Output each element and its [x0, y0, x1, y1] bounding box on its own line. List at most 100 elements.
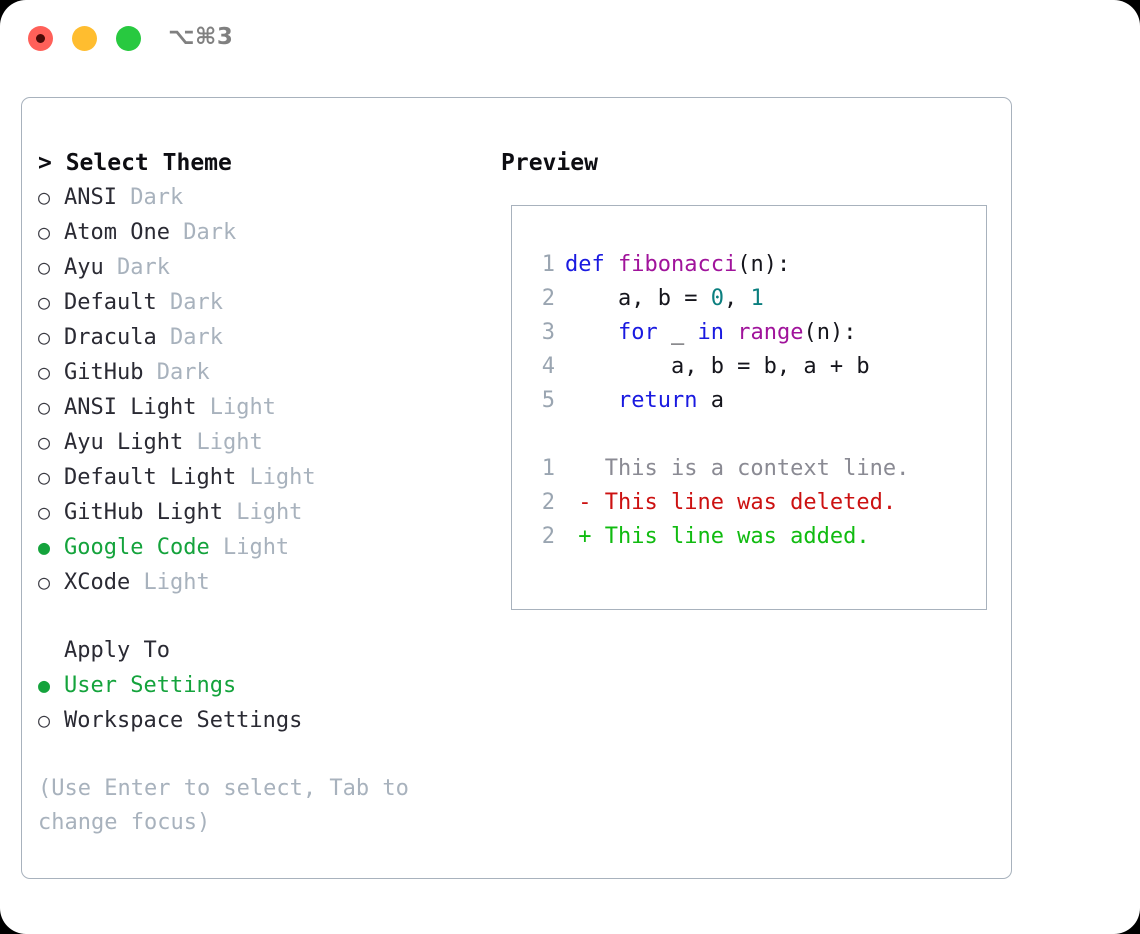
- radio-unselected-icon[interactable]: ○: [38, 185, 51, 209]
- theme-variant-tag: Dark: [117, 255, 170, 280]
- theme-option-row[interactable]: ●Google Code Light: [38, 530, 508, 565]
- spacer: [236, 461, 249, 495]
- section-spacer: [38, 600, 508, 634]
- line-number: 2: [541, 286, 555, 311]
- theme-variant-tag: Light: [143, 570, 210, 595]
- apply-to-label-text: User Settings: [64, 673, 237, 698]
- code-line: 4 a, b = b, a + b: [529, 350, 909, 384]
- code-token-add: + This line was added.: [565, 524, 870, 549]
- spacer: [143, 356, 156, 390]
- theme-option-row[interactable]: ○Atom One Dark: [38, 215, 508, 250]
- close-button-icon[interactable]: [28, 26, 53, 51]
- radio-unselected-icon[interactable]: ○: [38, 430, 51, 454]
- spacer: [183, 426, 196, 460]
- radio-unselected-icon[interactable]: ○: [38, 360, 51, 384]
- code-token-txt: ,: [723, 286, 751, 311]
- theme-picker-card: > Select Theme ○ANSI Dark○Atom One Dark○…: [21, 97, 1012, 879]
- theme-variant-tag: Light: [249, 465, 316, 490]
- code-token-ctx: This is a context line.: [565, 456, 910, 481]
- line-number: 1: [541, 456, 555, 481]
- window-title: ⌥⌘3: [168, 24, 234, 50]
- spacer: [223, 496, 236, 530]
- title-bar: ⌥⌘3: [0, 0, 1140, 76]
- line-number: 2: [541, 524, 555, 549]
- code-token-kw: def: [565, 252, 618, 277]
- code-token-txt: a, b = b, a + b: [565, 354, 870, 379]
- code-line: 5 return a: [529, 384, 909, 418]
- theme-name-label: GitHub: [64, 360, 144, 385]
- code-token-fn: range: [737, 320, 804, 345]
- theme-option-row[interactable]: ○Dracula Dark: [38, 320, 508, 355]
- code-token-txt: [565, 320, 618, 345]
- theme-option-row[interactable]: ○ ANSI Dark: [38, 180, 508, 215]
- spacer: [210, 531, 223, 565]
- panes: > Select Theme ○ANSI Dark○Atom One Dark○…: [22, 98, 1011, 878]
- minimize-button-icon[interactable]: [72, 26, 97, 51]
- code-token-txt: [724, 320, 737, 345]
- theme-name-label: ANSI Light: [64, 395, 197, 420]
- line-number: 1: [541, 252, 555, 277]
- theme-option-row[interactable]: ○ GitHub Light Light: [38, 495, 508, 530]
- spacer: [117, 181, 130, 215]
- radio-unselected-icon[interactable]: ○: [38, 255, 51, 279]
- apply-to-label: Apply To: [64, 638, 170, 663]
- spacer: [157, 286, 170, 320]
- line-number: 5: [541, 388, 555, 413]
- radio-selected-icon[interactable]: ●: [38, 535, 51, 559]
- diff-line: 1 This is a context line.: [529, 452, 910, 486]
- theme-option-row[interactable]: ○ ANSI Light Light: [38, 390, 508, 425]
- radio-unselected-icon[interactable]: ○: [38, 500, 51, 524]
- line-number: 3: [541, 320, 555, 345]
- spacer: [104, 251, 117, 285]
- code-token-txt: [565, 388, 618, 413]
- spacer: [170, 216, 183, 250]
- apply-to-option-list[interactable]: ● User Settings ○ Workspace Settings: [38, 668, 508, 738]
- theme-option-row[interactable]: ○Default Light Light: [38, 460, 508, 495]
- apply-to-label-text: Workspace Settings: [64, 708, 303, 733]
- spacer: [157, 321, 170, 355]
- theme-option-list[interactable]: ○ANSI Dark○Atom One Dark○Ayu Dark○Defaul…: [38, 180, 508, 600]
- zoom-button-icon[interactable]: [116, 26, 141, 51]
- code-token-kw: return: [617, 388, 698, 413]
- select-theme-header: > Select Theme: [38, 150, 232, 176]
- code-token-txt: a, b =: [565, 286, 711, 311]
- theme-name-label: Ayu Light: [64, 430, 184, 455]
- apply-to-option-row[interactable]: ● User Settings: [38, 668, 508, 703]
- theme-variant-tag: Dark: [130, 185, 184, 210]
- theme-name-label: Ayu: [64, 255, 104, 280]
- code-token-fn: fibonacci: [617, 252, 738, 277]
- theme-list-pane: > Select Theme ○ANSI Dark○Atom One Dark○…: [38, 146, 508, 840]
- code-line: 1 def fibonacci(n):: [529, 248, 909, 282]
- theme-variant-tag: Dark: [169, 290, 223, 315]
- theme-variant-tag: Light: [236, 500, 303, 525]
- theme-name-label: GitHub Light: [64, 500, 223, 525]
- radio-unselected-icon[interactable]: ○: [38, 395, 51, 419]
- keyboard-hint-text: (Use Enter to select, Tab to change focu…: [38, 776, 409, 835]
- spacer: [130, 566, 143, 600]
- apply-to-option-row[interactable]: ○ Workspace Settings: [38, 703, 508, 738]
- theme-name-label: ANSI: [64, 185, 117, 210]
- radio-unselected-icon[interactable]: ○: [38, 220, 51, 244]
- code-line: 3 for _ in range(n):: [529, 316, 909, 350]
- theme-name-label: Default: [64, 290, 157, 315]
- code-token-txt: a: [697, 388, 724, 413]
- theme-name-label: XCode: [64, 570, 131, 595]
- code-token-txt: _: [657, 320, 698, 345]
- radio-unselected-icon[interactable]: ○: [38, 290, 51, 314]
- code-token-txt: (n):: [737, 252, 791, 277]
- radio-unselected-icon[interactable]: ○: [38, 570, 51, 594]
- spacer: [196, 391, 209, 425]
- radio-unselected-icon[interactable]: ○: [38, 325, 51, 349]
- code-token-del: - This line was deleted.: [565, 490, 897, 515]
- radio-unselected-icon[interactable]: ○: [38, 465, 51, 489]
- theme-option-row[interactable]: ○Ayu Light Light: [38, 425, 508, 460]
- radio-unselected-icon[interactable]: ○: [38, 708, 51, 732]
- theme-option-row[interactable]: ○ Ayu Dark: [38, 250, 508, 285]
- theme-option-row[interactable]: ○ XCode Light: [38, 565, 508, 600]
- theme-option-row[interactable]: ○GitHub Dark: [38, 355, 508, 390]
- theme-variant-tag: Light: [209, 395, 276, 420]
- code-token-num: 1: [750, 286, 764, 311]
- theme-option-row[interactable]: ○ Default Dark: [38, 285, 508, 320]
- radio-selected-icon[interactable]: ●: [38, 673, 51, 697]
